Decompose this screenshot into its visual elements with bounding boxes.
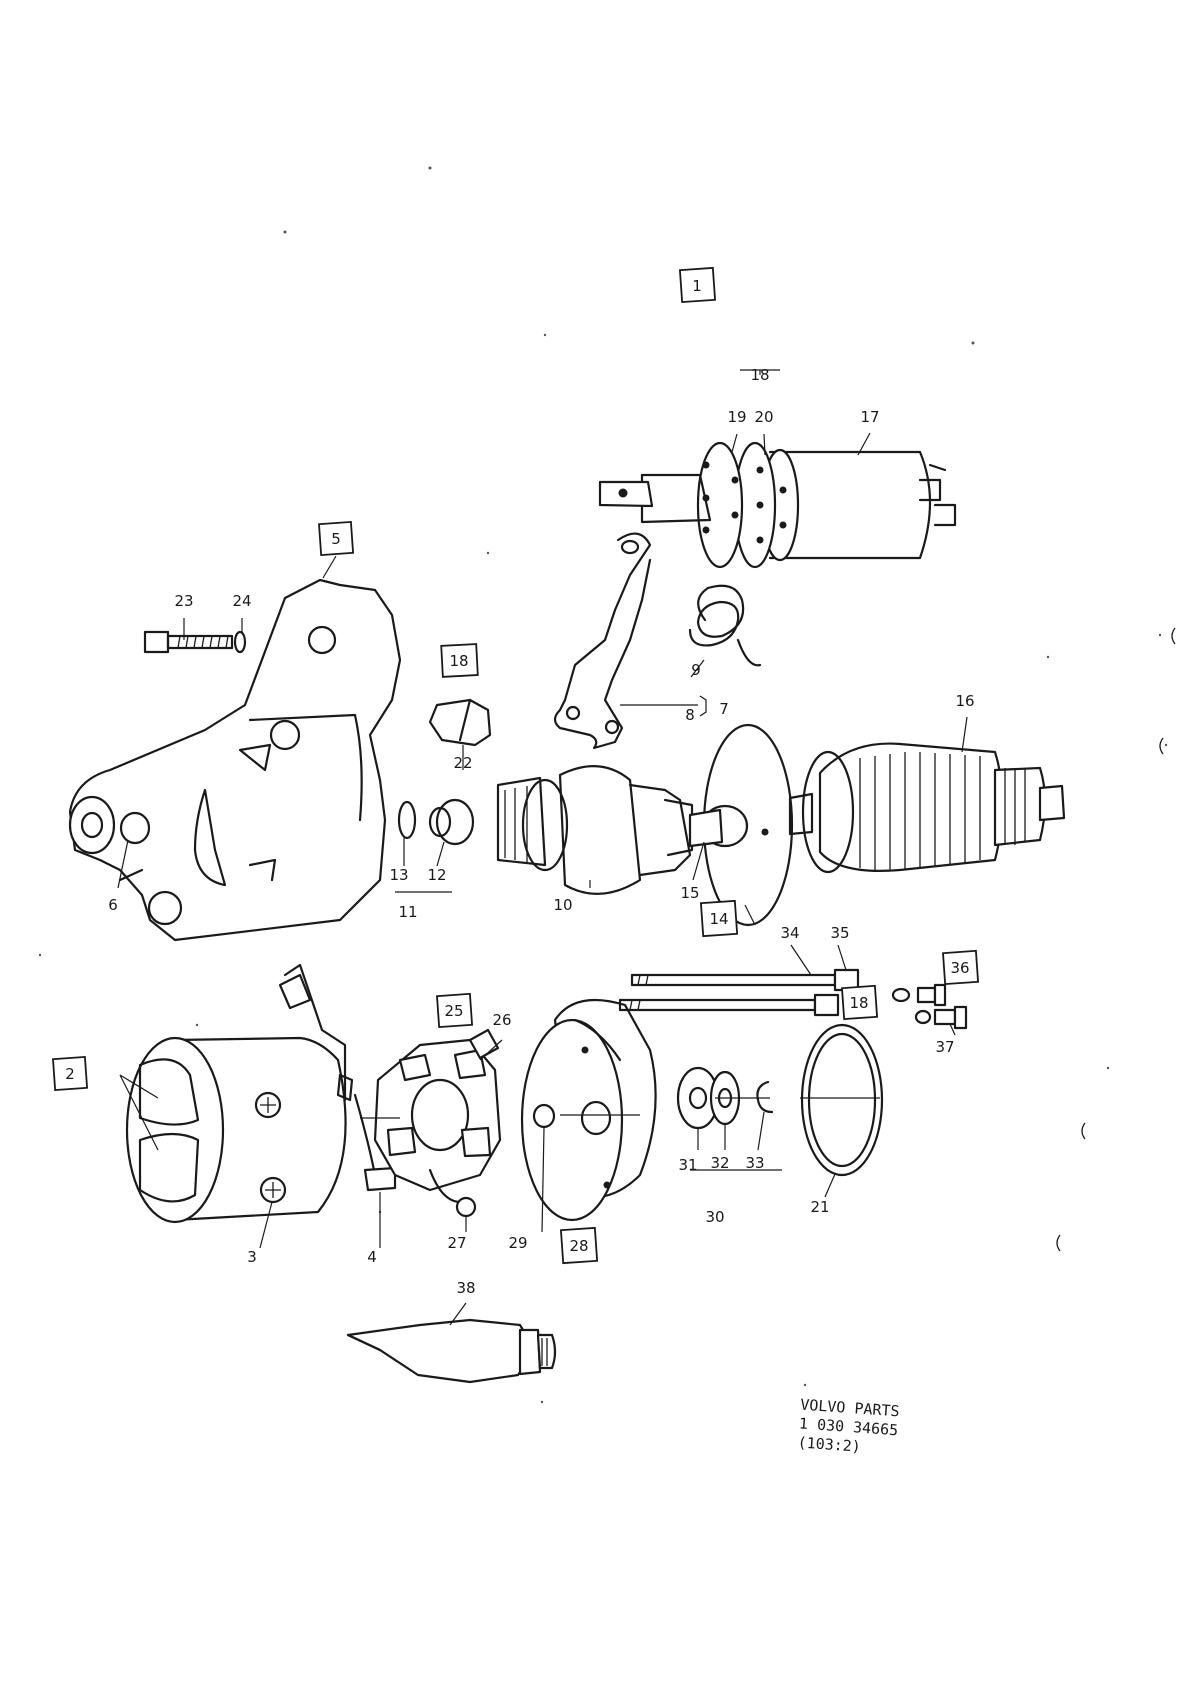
callout-36-box: 36 [942, 949, 980, 986]
callout-6: 6 [108, 896, 118, 914]
callout-24: 24 [232, 592, 251, 610]
solenoid [598, 441, 957, 569]
armature [788, 742, 1066, 874]
callout-labels: 18 19 20 17 23 24 22 9 8 7 16 13 12 11 6… [108, 366, 974, 1297]
callout-2-box: 2 [52, 1055, 89, 1092]
callout-33: 33 [745, 1154, 764, 1172]
callout-26: 26 [492, 1011, 511, 1029]
through-bolts [618, 968, 860, 1017]
callout-4: 4 [367, 1248, 377, 1266]
circlip [397, 800, 417, 840]
callout-22: 22 [453, 754, 472, 772]
callout-25-box: 25 [436, 992, 474, 1029]
callout-16: 16 [955, 692, 974, 710]
bolt [143, 630, 234, 654]
callout-38: 38 [456, 1279, 475, 1297]
callout-15: 15 [680, 884, 699, 902]
callout-14-box: 14 [699, 899, 739, 938]
scan-specks [38, 166, 1176, 1404]
field-terminal-lead [278, 963, 397, 1192]
callout-9: 9 [691, 661, 701, 679]
pinion-freewheel [496, 765, 720, 895]
stop-ring [428, 798, 475, 846]
yoke [125, 1036, 347, 1224]
callout-14: 14 [709, 910, 728, 928]
edge-mark [1081, 1122, 1086, 1140]
commutator-end-housing [520, 998, 657, 1222]
callout-18-mid: 18 [449, 652, 468, 670]
callout-29: 29 [508, 1234, 527, 1252]
edge-mark [1159, 737, 1164, 755]
callout-32: 32 [710, 1154, 729, 1172]
callout-18-right-box: 18 [841, 984, 879, 1021]
callout-20: 20 [754, 408, 773, 426]
circlip-33 [756, 1080, 774, 1114]
thrust-washer [688, 723, 794, 927]
callout-28: 28 [569, 1237, 588, 1255]
bush [428, 698, 492, 747]
callout-25: 25 [444, 1002, 463, 1020]
drive-end-housing [68, 578, 402, 942]
callout-17: 17 [860, 408, 879, 426]
catalog-stamp: VOLVO PARTS 1 030 34665 (103:2) [797, 1395, 900, 1455]
callout-37: 37 [935, 1038, 954, 1056]
callout-7: 7 [719, 700, 729, 718]
callout-11: 11 [398, 903, 417, 921]
edge-mark [1171, 627, 1176, 645]
leader-lines [117, 369, 968, 1326]
callout-3: 3 [247, 1248, 257, 1266]
callout-36: 36 [950, 959, 969, 977]
callout-30: 30 [705, 1208, 724, 1226]
callout-13: 13 [389, 866, 408, 884]
lock-washer [233, 630, 247, 654]
callout-2: 2 [65, 1065, 75, 1083]
edge-mark [1056, 1234, 1061, 1252]
callout-34: 34 [780, 924, 799, 942]
callout-27: 27 [447, 1234, 466, 1252]
brush-holder-plate [373, 1028, 502, 1218]
callout-18-top: 18 [750, 366, 769, 384]
callout-19: 19 [727, 408, 746, 426]
callout-18-right: 18 [849, 994, 868, 1012]
callout-21: 21 [810, 1198, 829, 1216]
callout-8: 8 [685, 706, 695, 724]
callout-1-box: 1 [678, 266, 717, 304]
grease-tube [346, 1318, 557, 1384]
screws [891, 983, 968, 1030]
callout-18-mid-box: 18 [440, 643, 479, 678]
callout-10: 10 [553, 896, 572, 914]
callout-31: 31 [678, 1156, 697, 1174]
sealing-ring [800, 1023, 884, 1177]
callout-5-box: 5 [318, 520, 355, 557]
spring [688, 584, 762, 667]
boxed-callouts: 1 5 18 14 36 18 25 2 [52, 266, 980, 1265]
callout-35: 35 [830, 924, 849, 942]
stamp-line-3: (103:2) [797, 1433, 861, 1455]
callout-28-box: 28 [559, 1226, 599, 1265]
callout-1: 1 [692, 277, 702, 295]
callout-12: 12 [427, 866, 446, 884]
callout-23: 23 [174, 592, 193, 610]
callout-5: 5 [331, 530, 341, 548]
shift-fork [553, 532, 652, 750]
